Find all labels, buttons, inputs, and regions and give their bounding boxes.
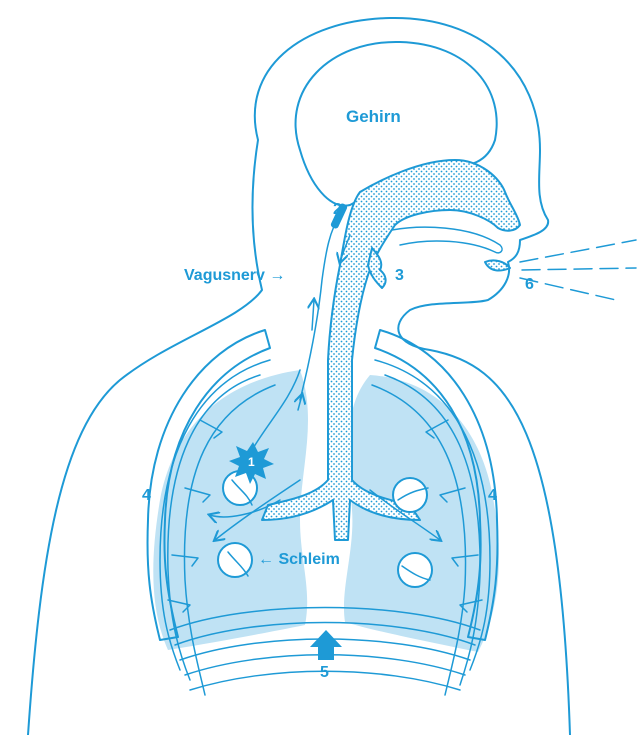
vagus-arrow-icon: → — [269, 267, 285, 284]
brain-label: Gehirn — [346, 108, 401, 125]
vagus-up-arrow — [312, 300, 314, 330]
alveoli-right-lower — [398, 553, 432, 587]
larynx — [368, 248, 386, 288]
marker-1: 1 — [248, 456, 255, 468]
marker-4-right: 4 — [488, 488, 497, 504]
marker-2: 2 — [333, 202, 342, 218]
marker-5: 5 — [320, 665, 329, 681]
alveoli-right-upper — [393, 478, 428, 512]
nostril-droplets — [485, 260, 510, 270]
marker-4-left: 4 — [142, 488, 151, 504]
oral-cavity — [392, 227, 502, 253]
alveoli-left-lower — [218, 543, 252, 577]
marker-3: 3 — [395, 268, 404, 284]
vagus-label: Vagusnerv → — [184, 268, 285, 284]
exhale-spray — [520, 240, 636, 300]
mucus-label-text: Schleim — [278, 551, 339, 568]
mucus-arrow-icon: ← — [258, 551, 274, 568]
marker-6: 6 — [525, 277, 534, 293]
mucus-label: ← Schleim — [258, 552, 340, 568]
vagus-label-text: Vagusnerv — [184, 267, 265, 284]
